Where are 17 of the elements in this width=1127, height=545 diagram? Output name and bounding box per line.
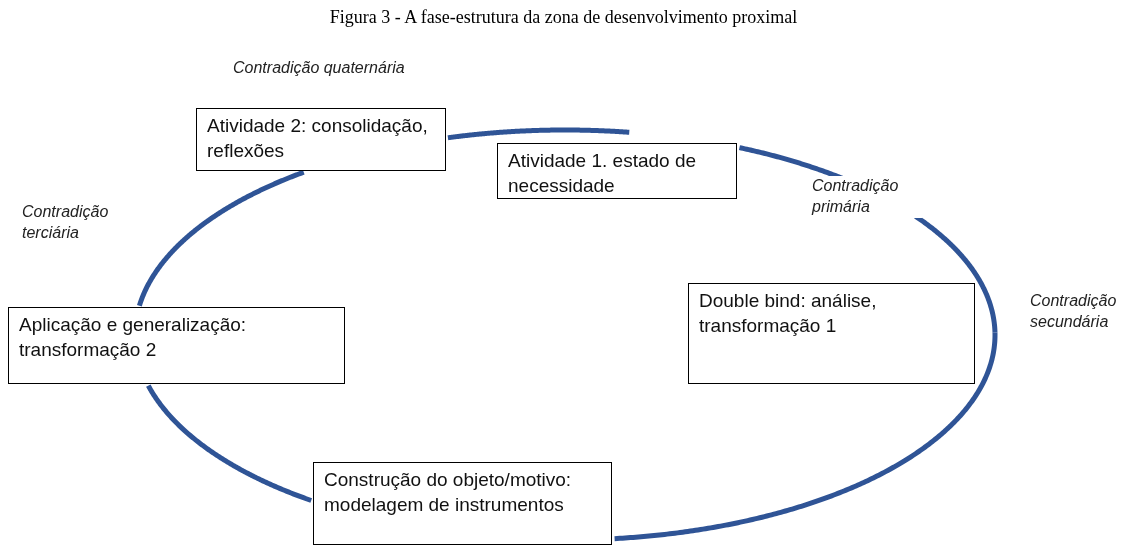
stage-text: Atividade 1. estado de necessidade — [508, 149, 698, 198]
contradiction-label: Contradição primária — [812, 176, 922, 218]
cycle-arc — [146, 383, 313, 503]
stage-text: Aplicação e generalização: transformação 2 — [19, 313, 248, 362]
stage-text: Construção do objeto/motivo: modelagem de instrumentos — [324, 468, 573, 517]
stage-box — [313, 462, 612, 545]
stage-box — [688, 283, 975, 384]
figure-title: Figura 3 - A fase-estrutura da zona de desenvolvimento proximal — [328, 7, 799, 28]
stage-box — [196, 108, 446, 171]
cycle-arc — [137, 169, 305, 308]
stage-box — [497, 143, 737, 199]
contradiction-label: Contradição quaternária — [233, 58, 405, 79]
stage-text: Double bind: análise, transformação 1 — [699, 289, 878, 338]
stage-text: Atividade 2: consolidação, reflexões — [207, 114, 429, 163]
cycle-arc — [446, 127, 631, 141]
stage-box — [8, 307, 345, 384]
cycle-arc — [614, 331, 998, 542]
